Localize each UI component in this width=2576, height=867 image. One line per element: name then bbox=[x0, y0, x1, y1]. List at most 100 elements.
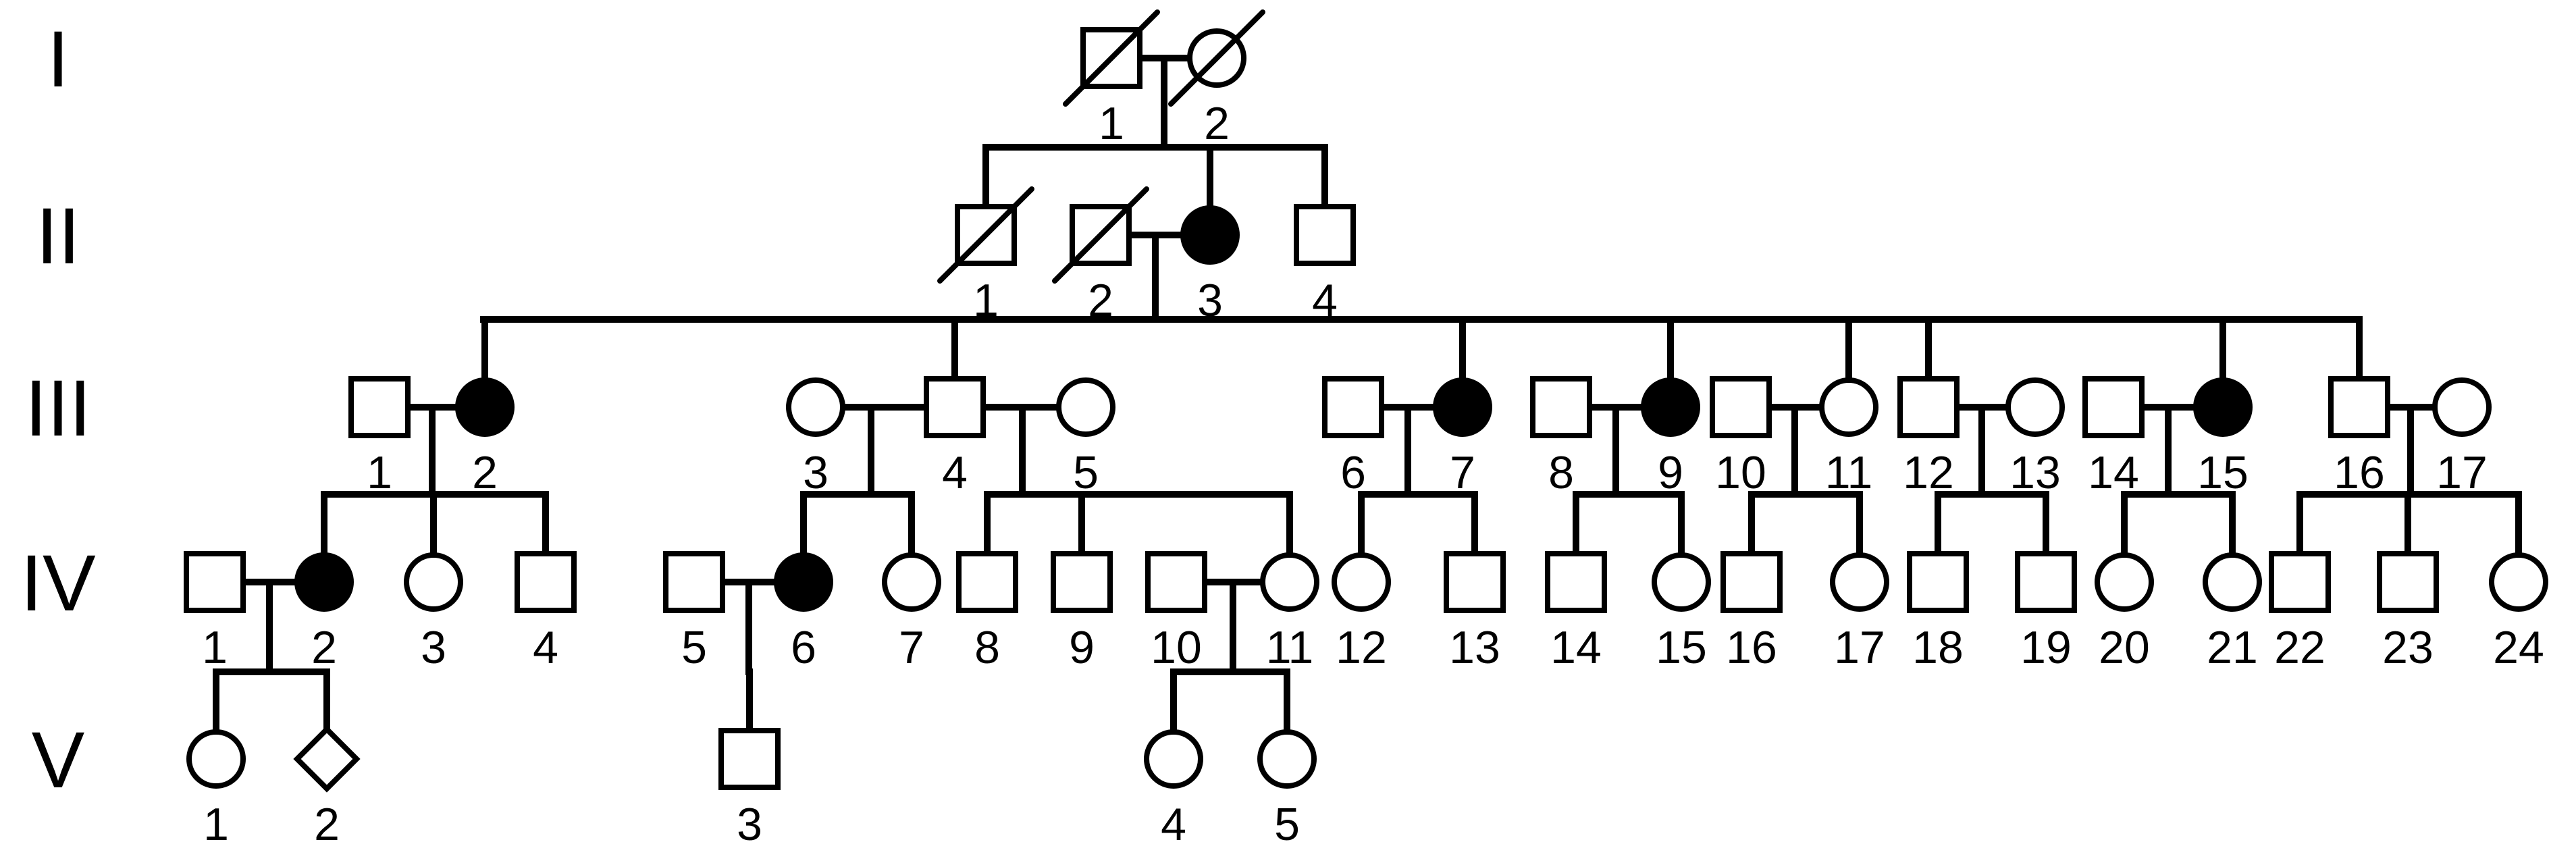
individual-label-III-6: 6 bbox=[1340, 447, 1366, 498]
individual-label-IV-13: 13 bbox=[1449, 622, 1500, 673]
unaffected-female-IV-21 bbox=[2203, 552, 2262, 612]
individual-label-V-3: 3 bbox=[737, 799, 762, 850]
individual-label-II-1: 1 bbox=[973, 275, 999, 326]
relationship-lines bbox=[213, 55, 2522, 734]
unaffected-male-IV-23 bbox=[2377, 551, 2439, 613]
unaffected-female-IV-7 bbox=[882, 552, 941, 612]
individual-label-IV-8: 8 bbox=[974, 622, 1000, 673]
unaffected-male-III-16 bbox=[2328, 376, 2390, 438]
individual-label-III-5: 5 bbox=[1073, 447, 1099, 498]
unaffected-female-IV-12 bbox=[1332, 552, 1391, 612]
individual-label-I-2: 2 bbox=[1204, 98, 1230, 149]
unaffected-female-IV-24 bbox=[2489, 552, 2548, 612]
individual-label-V-4: 4 bbox=[1161, 799, 1186, 850]
individual-label-IV-6: 6 bbox=[791, 622, 816, 673]
deceased-slash-II-1 bbox=[937, 186, 1034, 284]
individual-label-II-4: 4 bbox=[1312, 275, 1338, 326]
unaffected-male-IV-18 bbox=[1907, 551, 1969, 613]
unaffected-male-III-4 bbox=[924, 376, 986, 438]
individual-label-III-17: 17 bbox=[2436, 447, 2488, 498]
individual-label-V-2: 2 bbox=[314, 799, 340, 850]
affected-female-II-3 bbox=[1180, 205, 1240, 265]
individual-label-IV-20: 20 bbox=[2099, 622, 2150, 673]
unaffected-male-IV-22 bbox=[2269, 551, 2331, 613]
individual-label-V-5: 5 bbox=[1274, 799, 1300, 850]
unaffected-male-III-10 bbox=[1710, 376, 1772, 438]
affected-female-III-15 bbox=[2193, 377, 2253, 437]
unaffected-male-V-3 bbox=[718, 728, 781, 790]
generation-label-V: V bbox=[32, 716, 85, 805]
unaffected-male-III-6 bbox=[1322, 376, 1384, 438]
individual-label-I-1: 1 bbox=[1099, 98, 1124, 149]
unaffected-female-III-13 bbox=[2005, 377, 2065, 437]
individual-label-III-15: 15 bbox=[2197, 447, 2249, 498]
individual-label-IV-23: 23 bbox=[2382, 622, 2434, 673]
individual-label-IV-17: 17 bbox=[1834, 622, 1885, 673]
individual-label-IV-9: 9 bbox=[1069, 622, 1095, 673]
individual-label-III-13: 13 bbox=[2009, 447, 2061, 498]
individual-label-II-2: 2 bbox=[1088, 275, 1113, 326]
unaffected-male-IV-16 bbox=[1720, 551, 1783, 613]
unaffected-female-IV-20 bbox=[2095, 552, 2154, 612]
affected-female-IV-2 bbox=[294, 552, 354, 612]
individual-label-IV-14: 14 bbox=[1550, 622, 1602, 673]
individual-label-III-8: 8 bbox=[1548, 447, 1574, 498]
individual-label-III-9: 9 bbox=[1658, 447, 1683, 498]
generation-label-I: I bbox=[47, 15, 70, 104]
deceased-slash-I-1 bbox=[1063, 9, 1160, 107]
individual-label-III-7: 7 bbox=[1450, 447, 1475, 498]
affected-female-III-2 bbox=[455, 377, 515, 437]
unaffected-male-IV-13 bbox=[1444, 551, 1506, 613]
individual-label-III-2: 2 bbox=[472, 447, 498, 498]
individual-label-IV-15: 15 bbox=[1656, 622, 1707, 673]
individual-label-III-12: 12 bbox=[1903, 447, 1954, 498]
unaffected-female-III-5 bbox=[1056, 377, 1115, 437]
individual-label-IV-19: 19 bbox=[2020, 622, 2072, 673]
individual-label-III-16: 16 bbox=[2334, 447, 2385, 498]
unaffected-male-IV-14 bbox=[1545, 551, 1607, 613]
unaffected-female-IV-3 bbox=[404, 552, 463, 612]
individual-label-IV-18: 18 bbox=[1912, 622, 1964, 673]
affected-female-III-7 bbox=[1433, 377, 1492, 437]
individual-label-IV-10: 10 bbox=[1151, 622, 1202, 673]
individual-label-III-10: 10 bbox=[1715, 447, 1766, 498]
unaffected-male-III-12 bbox=[1897, 376, 1960, 438]
unaffected-male-IV-19 bbox=[2015, 551, 2077, 613]
affected-female-IV-6 bbox=[774, 552, 833, 612]
individual-label-IV-4: 4 bbox=[533, 622, 558, 673]
unaffected-male-III-14 bbox=[2082, 376, 2145, 438]
individual-label-II-3: 3 bbox=[1197, 275, 1223, 326]
individual-label-IV-11: 11 bbox=[1266, 622, 1314, 673]
individual-label-IV-12: 12 bbox=[1336, 622, 1387, 673]
individual-label-III-3: 3 bbox=[803, 447, 829, 498]
unaffected-female-III-3 bbox=[786, 377, 845, 437]
unaffected-male-IV-9 bbox=[1051, 551, 1113, 613]
unaffected-male-IV-4 bbox=[515, 551, 577, 613]
generation-label-III: III bbox=[25, 364, 91, 453]
individual-label-III-14: 14 bbox=[2088, 447, 2139, 498]
individual-label-V-1: 1 bbox=[203, 799, 229, 850]
unaffected-male-IV-10 bbox=[1145, 551, 1207, 613]
unaffected-female-V-4 bbox=[1144, 729, 1203, 789]
individual-label-IV-5: 5 bbox=[681, 622, 707, 673]
individual-label-IV-21: 21 bbox=[2207, 622, 2258, 673]
individual-label-IV-1: 1 bbox=[202, 622, 228, 673]
affected-female-III-9 bbox=[1641, 377, 1700, 437]
individual-label-IV-24: 24 bbox=[2493, 622, 2544, 673]
individual-label-IV-7: 7 bbox=[899, 622, 924, 673]
generation-label-IV: IV bbox=[20, 539, 96, 628]
deceased-slash-II-2 bbox=[1052, 186, 1149, 284]
individual-label-IV-2: 2 bbox=[311, 622, 337, 673]
generation-label-II: II bbox=[36, 192, 80, 281]
unaffected-male-IV-8 bbox=[956, 551, 1018, 613]
unaffected-male-III-1 bbox=[348, 376, 411, 438]
unaffected-male-II-4 bbox=[1294, 204, 1356, 266]
unaffected-male-IV-1 bbox=[184, 551, 246, 613]
unaffected-unknown-V-2 bbox=[293, 725, 361, 793]
individual-label-III-1: 1 bbox=[367, 447, 392, 498]
unaffected-female-III-17 bbox=[2432, 377, 2492, 437]
unaffected-female-IV-17 bbox=[1830, 552, 1889, 612]
